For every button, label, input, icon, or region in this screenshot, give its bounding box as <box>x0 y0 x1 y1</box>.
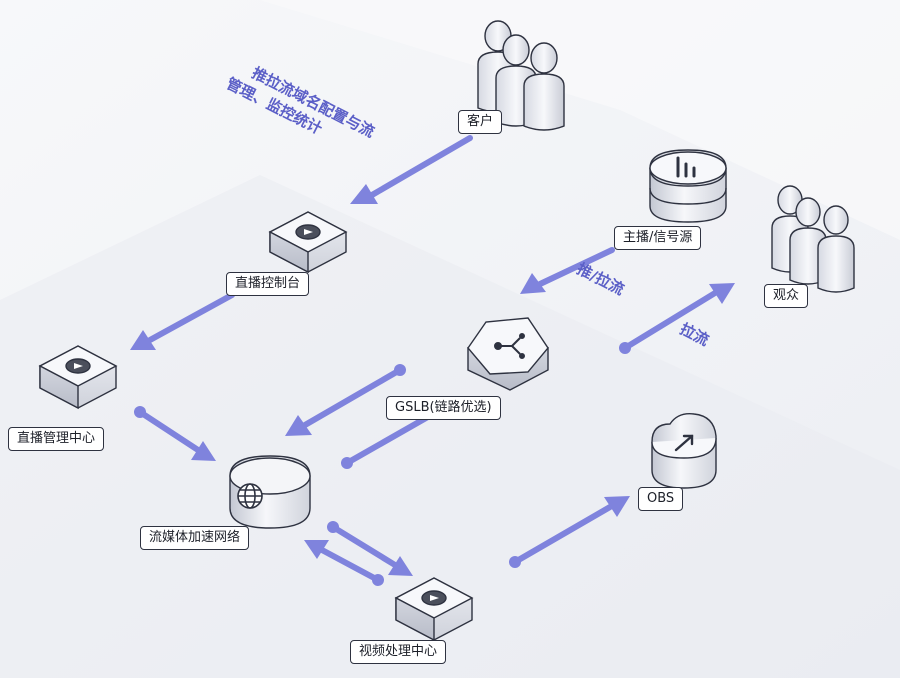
obs-cloud-icon <box>651 413 717 489</box>
arrowhead <box>388 556 413 576</box>
arrow-anchor-to-gslb <box>537 247 615 287</box>
node-label-customer: 客户 <box>458 110 503 134</box>
customer-icon <box>477 20 565 131</box>
cdn-cylinder-icon <box>229 455 311 529</box>
arrowhead <box>304 540 329 559</box>
arrow-console-to-mgmt <box>147 292 235 343</box>
arrowhead <box>709 283 735 304</box>
node-label-video-processing: 视频处理中心 <box>350 640 447 664</box>
node-label-audience: 观众 <box>764 284 809 308</box>
node-label-anchor: 主播/信号源 <box>614 226 702 250</box>
mgmt-center-box-icon <box>38 345 118 410</box>
arrowhead <box>350 184 378 204</box>
node-label-gslb: GSLB(链路优选) <box>386 396 501 420</box>
arrow-mgmt-to-cdn <box>137 409 201 453</box>
arrow-video-to-cdn <box>319 547 381 583</box>
arrow-customer-to-console <box>369 135 473 198</box>
node-label-obs: OBS <box>638 487 684 511</box>
arrow-video-to-obs <box>512 504 613 565</box>
arrow-gslb-to-cdn <box>302 367 403 428</box>
arrowhead <box>285 415 312 436</box>
video-processing-box-icon <box>394 577 474 642</box>
arrowhead <box>520 273 546 294</box>
node-label-cdn: 流媒体加速网络 <box>140 526 250 550</box>
arrow-pull-to-audience <box>622 290 718 351</box>
arrowhead <box>604 496 630 517</box>
arrow-cdn-to-video <box>330 524 398 568</box>
anchor-server-icon <box>649 149 727 223</box>
console-box-icon <box>268 211 348 274</box>
gslb-hexagon-icon <box>467 317 549 391</box>
node-label-mgmt-center: 直播管理中心 <box>8 427 105 451</box>
arrowhead <box>130 330 156 350</box>
audience-icon <box>771 185 855 293</box>
arrowhead <box>191 441 216 461</box>
node-label-console: 直播控制台 <box>226 272 310 296</box>
